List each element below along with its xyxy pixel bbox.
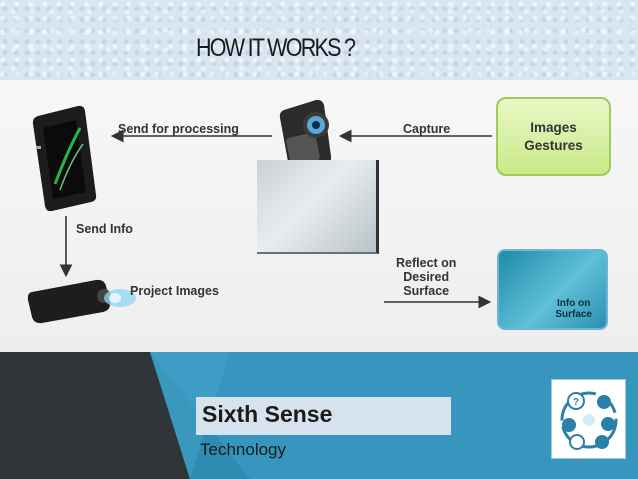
footer-band: [0, 352, 638, 479]
smartphone-icon: [32, 105, 97, 212]
svg-text:?: ?: [573, 397, 579, 408]
slide-title: HOW IT WORKS ?: [196, 34, 356, 62]
footer-shapes: [0, 352, 250, 479]
sixth-sense-logo: ?: [551, 379, 626, 459]
edge-label-reflect: Reflect on Desired Surface: [396, 256, 457, 298]
header-band: [0, 0, 638, 80]
projection-screen-icon: [257, 160, 379, 254]
edge-label-send-info: Send Info: [76, 222, 133, 236]
node-output-line1: Info on: [556, 298, 591, 309]
node-images-gestures: Images Gestures: [496, 97, 611, 176]
logo-icon: ?: [560, 391, 618, 450]
node-info-on-surface: Info on Surface: [497, 249, 608, 330]
brand-name: Sixth Sense: [202, 401, 333, 427]
brand-box: Sixth Sense: [196, 397, 451, 435]
brand-subtitle: Technology: [200, 440, 287, 459]
node-output-line2: Surface: [555, 309, 592, 320]
node-source-line2: Gestures: [524, 137, 583, 153]
camera-icon: [279, 99, 332, 173]
node-source-line1: Images: [530, 119, 577, 135]
projector-icon: [27, 279, 136, 324]
edge-label-capture: Capture: [403, 122, 451, 136]
edge-label-project-images: Project Images: [130, 284, 219, 298]
edge-label-send-processing: Send for processing: [118, 122, 239, 136]
